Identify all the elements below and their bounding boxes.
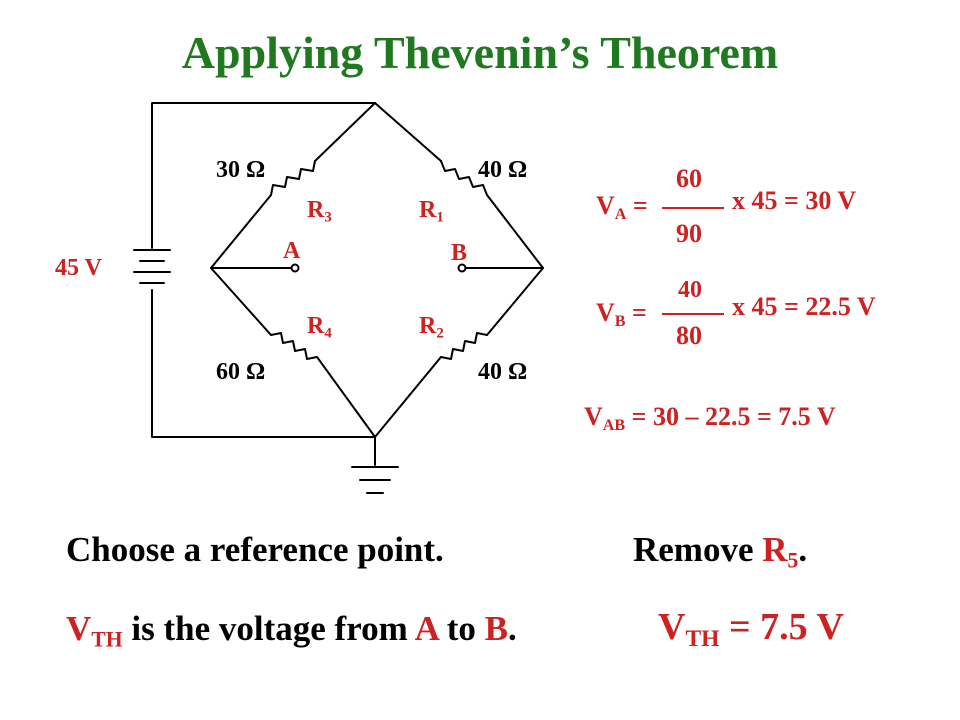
r1-value: 40 Ω [478, 157, 528, 183]
wire-r2-top [486, 267, 544, 336]
r3-label: R3 [307, 197, 332, 226]
wire-r1-top [374, 102, 442, 162]
vb-rest: x 45 = 22.5 V [732, 292, 876, 321]
r2-label: R2 [419, 313, 444, 342]
resistor-r4 [270, 332, 318, 360]
reference-point-text: Choose a reference point. [66, 530, 444, 569]
r4-value: 60 Ω [216, 359, 266, 385]
resistor-r2 [440, 332, 488, 360]
source-voltage-label: 45 V [55, 255, 102, 281]
vb-denominator: 80 [676, 321, 702, 350]
va-denominator: 90 [676, 219, 702, 248]
remove-r5-text: Remove R5. [633, 530, 808, 573]
wire-r3-top [314, 102, 376, 162]
node-a-label: A [283, 238, 301, 264]
terminal-b [457, 263, 467, 273]
va-numerator: 60 [676, 164, 702, 193]
vb-lhs: VB = [596, 298, 647, 330]
vb-numerator: 40 [678, 277, 702, 303]
wire-top [151, 102, 376, 249]
r2-value: 40 Ω [478, 359, 528, 385]
va-lhs: VA = [596, 191, 648, 223]
wire-r1-bottom [486, 194, 544, 269]
vab-equation: VAB = 30 – 22.5 = 7.5 V [584, 402, 836, 434]
wire-r4-bottom [316, 356, 376, 438]
wire-r2-bottom [374, 356, 442, 438]
terminal-a [290, 263, 300, 273]
r4-label: R4 [307, 313, 332, 342]
wire-r4-top [210, 267, 272, 336]
vb-fraction-bar [662, 313, 724, 315]
r3-value: 30 Ω [216, 157, 266, 183]
vth-description: VTH is the voltage from A to B. [66, 609, 517, 652]
vth-result: VTH = 7.5 V [658, 606, 844, 653]
page-title: Applying Thevenin’s Theorem [181, 27, 779, 78]
r1-label: R1 [419, 197, 444, 226]
resistor-r3 [270, 160, 316, 196]
wire-bottom [151, 289, 376, 438]
node-b-label: B [451, 240, 468, 266]
va-rest: x 45 = 30 V [732, 186, 857, 215]
resistor-r1 [440, 160, 488, 196]
wire-r3-bottom [210, 194, 272, 269]
va-fraction-bar [662, 207, 724, 209]
